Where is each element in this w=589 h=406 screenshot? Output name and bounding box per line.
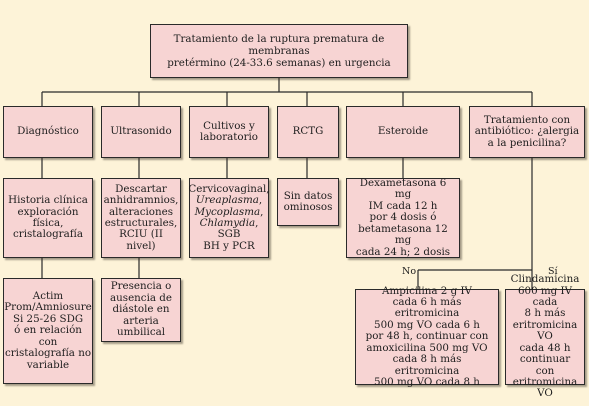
cultivos-text: Cervicovaginal,Ureaplasma,Mycoplasma,Chl… xyxy=(188,182,270,252)
cultivos-line: Mycoplasma, xyxy=(188,205,269,218)
category-ultrasonido: Ultrasonido xyxy=(101,106,181,158)
cultivos-text-part: Cervicovaginal, xyxy=(188,182,270,195)
cultivos-line: Cervicovaginal, xyxy=(188,182,270,195)
category-rctg: RCTG xyxy=(277,106,339,158)
cultivos-text-part: , SGB xyxy=(217,217,259,241)
category-diagnostico: Diagnóstico xyxy=(3,106,93,158)
result-ampicilina: Ampicilina 2 g IV cada 6 h más eritromic… xyxy=(355,285,499,388)
root-box: Tratamiento de la ruptura prematura de m… xyxy=(150,24,408,78)
cultivos-line: BH y PCR xyxy=(188,239,269,252)
detail-historia: Historia clínica exploración física, cri… xyxy=(3,178,93,258)
result-clindamicina: Clindamicina 600 mg IV cada 8 h más erit… xyxy=(505,274,585,399)
result-presencia: Presencia o ausencia de diástole en arte… xyxy=(101,278,181,342)
detail-dexametasona: Dexametasona 6 mg IM cada 12 h por 4 dos… xyxy=(346,177,460,258)
cultivos-text-part: BH y PCR xyxy=(203,239,255,252)
detail-sin-datos: Sin datos ominosos xyxy=(277,178,339,226)
organism-name: Mycoplasma xyxy=(194,205,261,218)
organism-name: Ureaplasma xyxy=(195,194,259,207)
result-actim: Actim Prom/Amniosure Si 25-26 SDG ó en r… xyxy=(3,278,93,384)
category-esteroide: Esteroide xyxy=(346,106,460,158)
detail-descartar: Descartar anhidramnios, alteraciones est… xyxy=(101,178,181,258)
cultivos-line: Ureaplasma, xyxy=(188,194,269,207)
cultivos-text-part: , xyxy=(258,194,263,207)
branch-label-no: No xyxy=(402,266,417,277)
branch-label-si: Sí xyxy=(548,266,558,277)
category-tratamiento: Tratamiento con antibiótico: ¿alergia a … xyxy=(469,106,585,158)
organism-name: Chlamydia xyxy=(199,217,256,229)
cultivos-line: Chlamydia, SGB xyxy=(188,217,269,241)
category-cultivos: Cultivos y laboratorio xyxy=(189,106,269,158)
detail-cultivos: Cervicovaginal,Ureaplasma,Mycoplasma,Chl… xyxy=(188,178,270,258)
cultivos-text-part: , xyxy=(260,205,264,218)
